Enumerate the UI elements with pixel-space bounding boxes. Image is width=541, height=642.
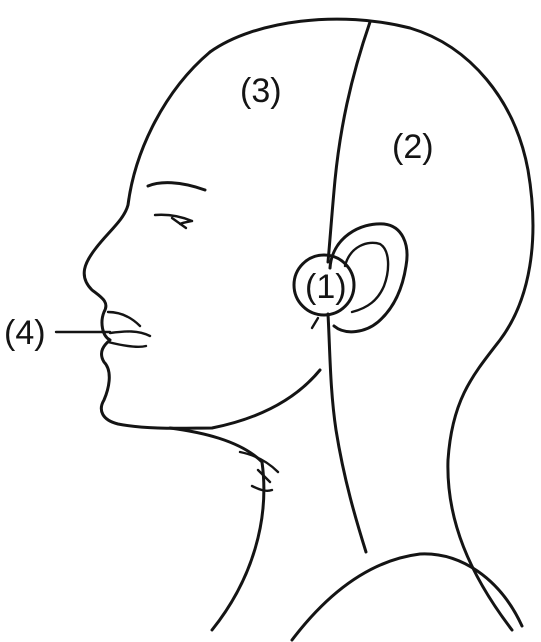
lips — [108, 312, 150, 347]
ear-inner-fold — [345, 243, 388, 312]
label-region-2: (2) — [392, 128, 434, 166]
label-region-3: (3) — [240, 72, 282, 110]
eyebrow — [148, 183, 205, 190]
lobe-mark — [312, 318, 318, 328]
label-region-1: (1) — [305, 268, 347, 306]
face-profile-outline — [84, 52, 320, 428]
throat-detail — [240, 452, 278, 491]
eye — [155, 215, 192, 228]
neck-front-outline — [170, 428, 264, 630]
label-region-4: (4) — [4, 314, 46, 352]
